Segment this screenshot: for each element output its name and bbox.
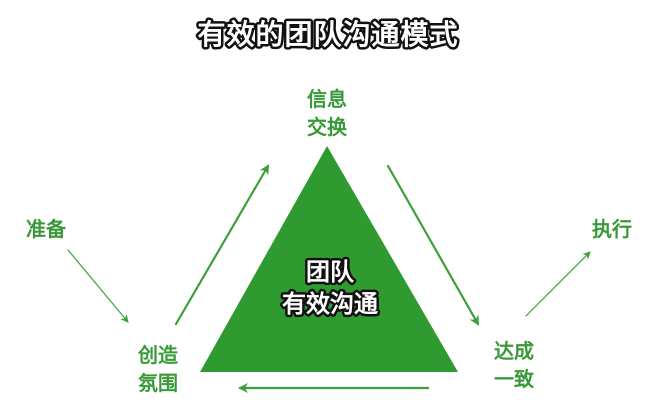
center-label-line1: 团队 <box>306 258 355 286</box>
node-prepare: 准备 <box>26 217 67 241</box>
node-create-atmosphere-line2: 氛围 <box>138 371 178 395</box>
arrow-prepare-to-create <box>67 249 129 323</box>
arrow-consensus-to-execute <box>525 251 591 317</box>
diagram-title: 有效的团队沟通模式 <box>197 18 458 51</box>
node-execute: 执行 <box>592 217 632 241</box>
node-reach-consensus-line2: 一致 <box>494 367 535 391</box>
arrow-create-to-info <box>174 164 270 326</box>
node-info-exchange-line2: 交换 <box>307 115 348 139</box>
arrow-info-to-consensus <box>386 164 480 326</box>
node-create-atmosphere-line1: 创造 <box>137 343 179 367</box>
center-label-line2: 有效沟通 <box>282 290 378 318</box>
node-reach-consensus-line1: 达成 <box>494 339 534 363</box>
node-info-exchange-line1: 信息 <box>307 87 347 111</box>
central-triangle <box>200 146 458 372</box>
